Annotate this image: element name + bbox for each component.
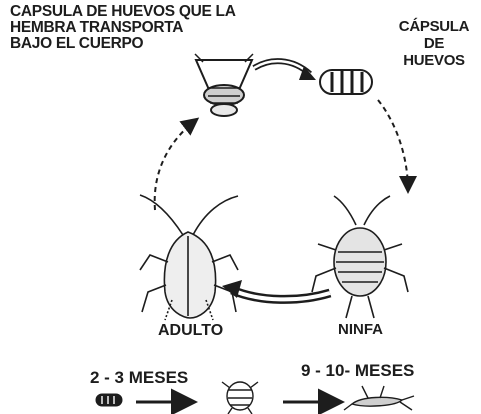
- nymph-to-adult-duration: 9 - 10- MESES: [301, 361, 415, 380]
- female-egg-capsule-label-line-1: CAPSULA DE HUEVOS QUE LA: [10, 3, 236, 20]
- cycle-arrows: [153, 58, 417, 304]
- nymph-illustration: [311, 195, 409, 319]
- arrow-adult-to-female: [153, 117, 200, 211]
- arrow-capsule-to-nymph: [377, 99, 417, 194]
- nymph-label: NINFA: [338, 321, 383, 338]
- egg-capsule-label-line-2: DE: [423, 35, 445, 52]
- egg-capsule-label-line-1: CÁPSULA: [398, 18, 470, 35]
- egg-capsule-illustration: [319, 69, 373, 95]
- female-egg-capsule-label-line-3: BAJO EL CUERPO: [10, 35, 144, 52]
- timeline-nymph-icon: [221, 381, 259, 414]
- adult-cockroach-illustration: [139, 194, 239, 321]
- timeline-egg-capsule-icon: [95, 393, 123, 407]
- timeline-adult-icon: [343, 385, 415, 411]
- egg-capsule-label: CÁPSULA DE HUEVOS: [390, 18, 478, 69]
- female-with-egg-capsule-illustration: [194, 53, 254, 117]
- female-egg-capsule-label: CAPSULA DE HUEVOS QUE LA HEMBRA TRANSPOR…: [10, 4, 236, 52]
- timeline-row: [95, 381, 415, 414]
- egg-capsule-label-line-3: HUEVOS: [403, 52, 465, 69]
- adult-label: ADULTO: [158, 322, 224, 339]
- female-egg-capsule-label-line-2: HEMBRA TRANSPORTA: [10, 19, 184, 36]
- egg-to-nymph-duration: 2 - 3 MESES: [90, 368, 189, 387]
